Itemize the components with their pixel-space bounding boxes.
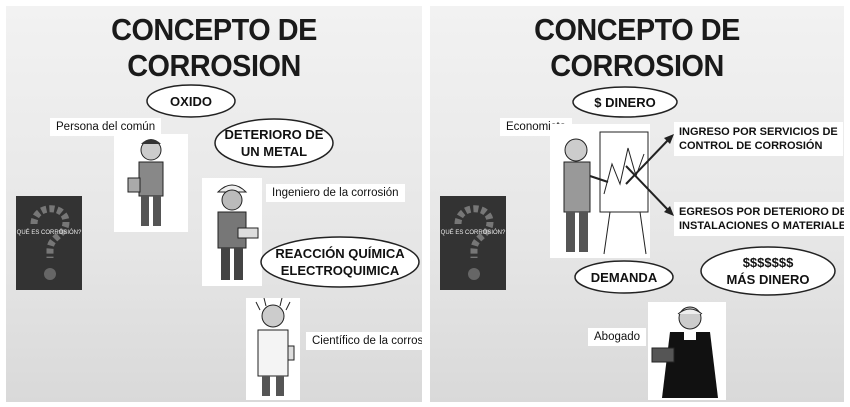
ingeniero-label: Ingeniero de la corrosión [266, 184, 405, 202]
bubble-oxido-text: OXIDO [170, 93, 212, 109]
egresos-line2: INSTALACIONES O MATERIALES [679, 220, 844, 232]
bubble-mas-line2: MÁS DINERO [726, 272, 810, 287]
corrosion-question-image: QUÉ ES CORROSIÓN? [440, 196, 506, 290]
bubble-deterioro-line2: UN METAL [240, 144, 308, 159]
bubble-oxido: OXIDO [144, 82, 238, 120]
bubble-dinero-text: $ DINERO [594, 94, 656, 110]
scientist-figure [246, 298, 300, 400]
right-slide: CONCEPTO DE CORROSION QUÉ ES CORROSIÓN? … [430, 6, 844, 402]
bubble-demanda-text: DEMANDA [590, 269, 658, 285]
quiz-text: QUÉ ES CORROSIÓN? [16, 230, 82, 236]
bubble-deterioro: DETERIORO DE UN METAL [212, 116, 336, 170]
persona-label: Persona del común [50, 118, 162, 136]
bubble-deterioro-line1: DETERIORO DE [224, 127, 324, 142]
abogado-label: Abogado [588, 328, 647, 346]
ingreso-box: INGRESO POR SERVICIOS DE CONTROL DE CORR… [674, 122, 843, 156]
left-slide: CONCEPTO DE CORROSION QUÉ ES CORROSIÓN? … [6, 6, 422, 402]
bubble-reaccion-line2: ELECTROQUIMICA [280, 263, 400, 278]
egresos-line1: EGRESOS POR DETERIORO DE [679, 206, 844, 218]
bubble-reaccion: REACCIÓN QUÍMICA ELECTROQUIMICA [258, 234, 422, 290]
economist-figure [550, 124, 650, 258]
bubble-reaccion-line1: REACCIÓN QUÍMICA [275, 246, 405, 261]
lawyer-figure [648, 302, 726, 400]
ingreso-line1: INGRESO POR SERVICIOS DE [679, 126, 838, 138]
common-person-figure [114, 134, 188, 232]
quiz-text: QUÉ ES CORROSIÓN? [440, 230, 506, 236]
bubble-demanda: DEMANDA [572, 258, 676, 296]
ingreso-line2: CONTROL DE CORROSIÓN [679, 140, 823, 152]
slide-title: CONCEPTO DE CORROSION [111, 12, 317, 83]
bubble-dinero: $ DINERO [570, 84, 680, 120]
egresos-box: EGRESOS POR DETERIORO DE INSTALACIONES O… [674, 202, 844, 236]
engineer-figure [202, 178, 262, 286]
corrosion-question-image: QUÉ ES CORROSIÓN? [16, 196, 82, 290]
bubble-mas-line1: $$$$$$$ [742, 255, 794, 270]
slide-title: CONCEPTO DE CORROSION [534, 12, 740, 83]
cientifico-label: Científico de la corrosión [306, 332, 422, 350]
arrows [625, 134, 674, 216]
bubble-mas-dinero: $$$$$$$ MÁS DINERO [698, 244, 838, 298]
